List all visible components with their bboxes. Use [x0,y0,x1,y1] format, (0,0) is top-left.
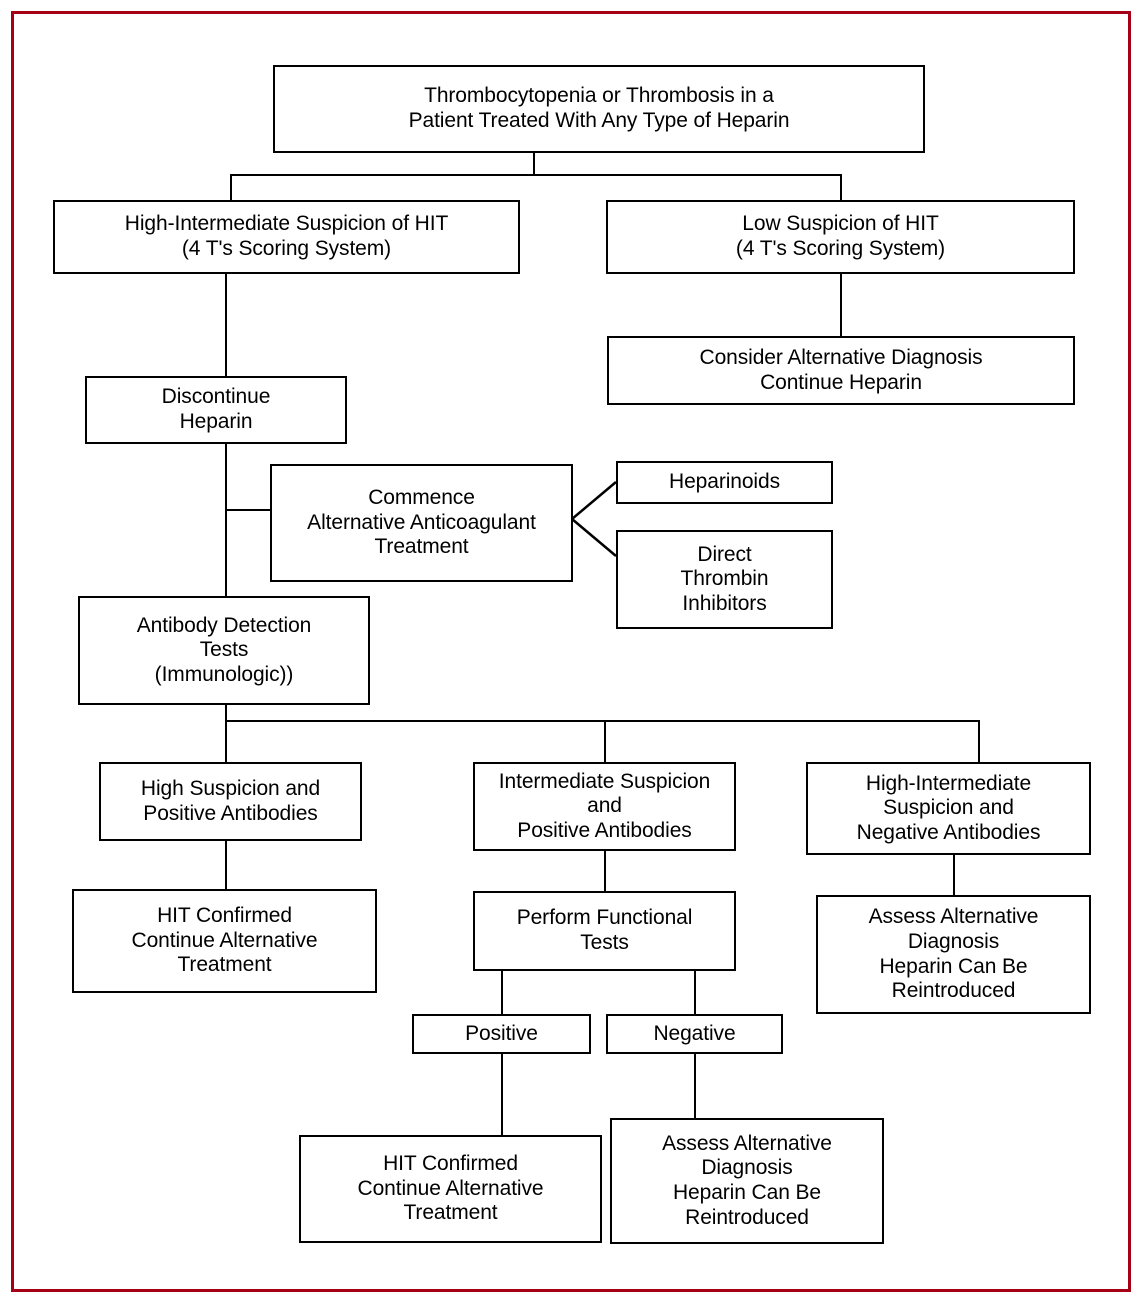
node-antibody-detection-tests-label: Antibody Detection Tests (Immunologic)) [136,613,312,686]
connector-root-bus [230,174,842,176]
node-high-intermediate-suspicion[interactable]: High-Intermediate Suspicion of HIT (4 T'… [53,200,520,274]
node-negative[interactable]: Negative [606,1014,783,1054]
node-high-intermediate-negative-antibodies[interactable]: High-Intermediate Suspicion and Negative… [806,762,1091,855]
node-direct-thrombin-inhibitors-label: Direct Thrombin Inhibitors [680,542,769,615]
figure-border [11,11,1131,1292]
connector-intermediate-to-functional [604,851,606,891]
connector-to-commence [225,509,271,511]
node-high-suspicion-positive-antibodies-label: High Suspicion and Positive Antibodies [140,776,321,825]
node-assess-alternative-bottom-label: Assess Alternative Diagnosis Heparin Can… [662,1131,832,1229]
node-consider-alternative-diagnosis[interactable]: Consider Alternative Diagnosis Continue … [607,336,1075,405]
node-hit-confirmed-bottom[interactable]: HIT Confirmed Continue Alternative Treat… [299,1135,602,1243]
node-intermediate-suspicion-positive-antibodies-label: Intermediate Suspicion and Positive Anti… [498,769,711,842]
node-root-label: Thrombocytopenia or Thrombosis in a Pati… [408,84,790,132]
connector-bus-to-high-intermediate [230,174,232,200]
connector-high-to-discontinue [225,274,227,376]
connector-negative-to-assess-bottom [694,1053,696,1119]
node-intermediate-suspicion-positive-antibodies[interactable]: Intermediate Suspicion and Positive Anti… [473,762,736,851]
node-consider-alternative-diagnosis-label: Consider Alternative Diagnosis Continue … [699,345,983,394]
node-positive-label: Positive [465,1021,538,1045]
node-root[interactable]: Thrombocytopenia or Thrombosis in a Pati… [273,65,925,153]
connector-low-to-consider [840,274,842,336]
node-low-suspicion-label: Low Suspicion of HIT (4 T's Scoring Syst… [735,212,946,260]
node-hit-confirmed-bottom-label: HIT Confirmed Continue Alternative Treat… [357,1152,544,1225]
node-antibody-detection-tests[interactable]: Antibody Detection Tests (Immunologic)) [78,596,370,705]
node-discontinue-heparin[interactable]: Discontinue Heparin [85,376,347,444]
connector-positive-to-hit-bottom [501,1053,503,1136]
connector-discontinue-to-antibody [225,444,227,598]
node-heparinoids[interactable]: Heparinoids [616,461,833,504]
connector-bus-to-high-positive [225,720,227,762]
connector-bus-to-low-suspicion [840,174,842,200]
connector-antibody-down [225,705,227,721]
node-hit-confirmed-left[interactable]: HIT Confirmed Continue Alternative Treat… [72,889,377,993]
node-negative-label: Negative [653,1021,736,1045]
connector-highpos-to-hit [225,841,227,889]
connector-negativeab-to-assess [953,855,955,895]
node-assess-alternative-right[interactable]: Assess Alternative Diagnosis Heparin Can… [816,895,1091,1014]
connector-bus-to-intermediate-positive [604,720,606,762]
node-positive[interactable]: Positive [412,1014,591,1054]
node-commence-alternative-anticoagulant-label: Commence Alternative Anticoagulant Treat… [307,486,536,559]
node-perform-functional-tests-label: Perform Functional Tests [516,906,693,954]
connector-commence-to-heparinoids [571,481,617,520]
node-direct-thrombin-inhibitors[interactable]: Direct Thrombin Inhibitors [616,530,833,629]
node-high-suspicion-positive-antibodies[interactable]: High Suspicion and Positive Antibodies [99,762,362,841]
node-discontinue-heparin-label: Discontinue Heparin [161,385,271,433]
node-hit-confirmed-left-label: HIT Confirmed Continue Alternative Treat… [131,904,318,977]
node-high-intermediate-negative-antibodies-label: High-Intermediate Suspicion and Negative… [856,771,1041,844]
connector-antibody-bus [225,720,980,722]
connector-functional-to-negative [694,971,696,1015]
node-perform-functional-tests[interactable]: Perform Functional Tests [473,891,736,971]
node-commence-alternative-anticoagulant[interactable]: Commence Alternative Anticoagulant Treat… [270,464,573,582]
node-high-intermediate-suspicion-label: High-Intermediate Suspicion of HIT (4 T'… [124,212,449,260]
node-heparinoids-label: Heparinoids [669,470,780,494]
connector-bus-to-negative-antibodies [978,720,980,762]
node-low-suspicion[interactable]: Low Suspicion of HIT (4 T's Scoring Syst… [606,200,1075,274]
connector-functional-to-positive [501,971,503,1015]
node-assess-alternative-right-label: Assess Alternative Diagnosis Heparin Can… [868,905,1039,1003]
connector-root-down [533,153,535,175]
node-assess-alternative-bottom[interactable]: Assess Alternative Diagnosis Heparin Can… [610,1118,884,1244]
connector-commence-to-dti [571,518,617,557]
